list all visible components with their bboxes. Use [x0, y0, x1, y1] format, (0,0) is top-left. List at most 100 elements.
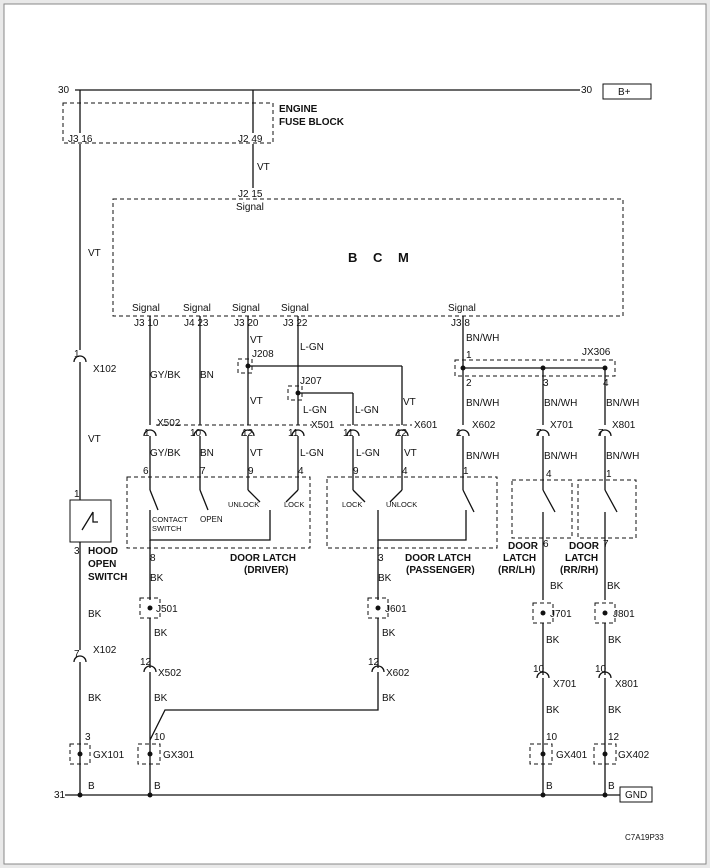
- hood-label-1: HOOD: [88, 546, 118, 557]
- x701-bottom-label: X701: [553, 679, 577, 690]
- b-plus-label: B+: [618, 87, 631, 98]
- b-label-1: B: [88, 781, 95, 792]
- gx301-node: [147, 751, 153, 757]
- open-label: OPEN: [200, 515, 223, 524]
- passenger-pin-9: 9: [353, 466, 359, 477]
- b-label-2: B: [154, 781, 161, 792]
- j701-node: [540, 610, 546, 616]
- x102-bottom-connector: [73, 655, 87, 663]
- bk-label-rr-rh-3: BK: [608, 705, 622, 716]
- jx306-node-1: [460, 365, 466, 371]
- x701-pin-7: 7: [536, 428, 542, 439]
- bnwh-label-7: BN/WH: [606, 451, 639, 462]
- x701-top-connector: [536, 429, 550, 437]
- x701-pin-10: 10: [533, 664, 545, 675]
- bcm-signal-4: Signal: [281, 303, 309, 314]
- bcm-signal-2: Signal: [183, 303, 211, 314]
- gnd-node-3: [540, 792, 546, 798]
- bk-label-passenger: BK: [378, 573, 392, 584]
- passenger-latch-title-2: (PASSENGER): [406, 565, 475, 576]
- vt-label-left-1: VT: [88, 248, 101, 259]
- rr-latch-switches: [542, 489, 618, 600]
- bcm-title: B C M: [348, 250, 415, 265]
- bk-label-passenger-3: BK: [382, 693, 396, 704]
- driver-pin-8: 8: [150, 553, 156, 564]
- gx401-splice: [529, 743, 553, 765]
- hood-pin-3: 3: [74, 546, 80, 557]
- bcm-pin-1: J3 10: [134, 318, 159, 329]
- bk-label-passenger-2: BK: [382, 628, 396, 639]
- j501-label: J501: [156, 604, 178, 615]
- b-plus-tag: [602, 83, 652, 100]
- x502-bottom-label: X502: [158, 668, 182, 679]
- j801-node: [602, 610, 608, 616]
- x701-top-label: X701: [550, 420, 574, 431]
- fuse-pin-left: J3 16: [68, 134, 93, 145]
- rail-30-right: 30: [581, 85, 593, 96]
- vt-label-bcm: VT: [257, 162, 270, 173]
- engine-fuse-block: [62, 102, 274, 144]
- bcm-signal-1: Signal: [132, 303, 160, 314]
- gybk-label-2: GY/BK: [150, 448, 181, 459]
- x602-top-connector: [456, 429, 470, 437]
- bk-label-hood: BK: [88, 609, 102, 620]
- bnwh-label-2: BN/WH: [466, 398, 499, 409]
- driver-pin-9: 9: [248, 466, 254, 477]
- rr-lh-title-3: (RR/LH): [498, 565, 535, 576]
- gx301-splice: [137, 743, 161, 765]
- x601-pin-12: 12: [396, 428, 408, 439]
- gx301-pin: 10: [154, 732, 166, 743]
- j601-label: J601: [385, 604, 407, 615]
- vt-label-col3-3: VT: [250, 448, 263, 459]
- bnwh-label-1: BN/WH: [466, 333, 499, 344]
- hood-label-2: OPEN: [88, 559, 116, 570]
- door-latch-rr-rh: [577, 479, 637, 539]
- hood-switch-contact: [81, 511, 98, 531]
- x102-top-connector: [73, 355, 87, 363]
- rr-lh-pin-6: 6: [543, 539, 549, 550]
- bnwh-label-5: BN/WH: [466, 451, 499, 462]
- bcm-pin-2: J4 23: [184, 318, 209, 329]
- driver-unlock-label: UNLOCK: [228, 500, 259, 509]
- rail-30-left: 30: [58, 85, 70, 96]
- x501-lgn-connector: [291, 429, 305, 437]
- driver-pin-4: 4: [298, 466, 304, 477]
- figure-code: C7A19P33: [625, 833, 664, 842]
- bk-label-driver: BK: [150, 573, 164, 584]
- hood-open-switch: [69, 499, 112, 543]
- fuse-block-title-1: ENGINE: [279, 104, 318, 115]
- bk-label-driver-2: BK: [154, 628, 168, 639]
- gybk-label-1: GY/BK: [150, 370, 181, 381]
- x102-top-label: X102: [93, 364, 117, 375]
- gnd-rail-num: 31: [54, 790, 66, 801]
- x501-label: X501: [311, 420, 335, 431]
- vt-label-passenger-2: VT: [404, 448, 417, 459]
- bnwh-label-4: BN/WH: [606, 398, 639, 409]
- vt-label-passenger: VT: [403, 397, 416, 408]
- contact-switch-label-1: CONTACT: [152, 515, 188, 524]
- passenger-unlock-label: UNLOCK: [386, 500, 417, 509]
- x102-bottom-pin: 7: [74, 649, 80, 660]
- bn-label-2: BN: [200, 448, 214, 459]
- passenger-pin-1: 1: [463, 466, 469, 477]
- x601-label: X601: [414, 420, 438, 431]
- j801-label: J801: [613, 609, 635, 620]
- rr-lh-pin-4: 4: [546, 469, 552, 480]
- bcm-signal-5: Signal: [448, 303, 476, 314]
- vt-label-col3: VT: [250, 335, 263, 346]
- x801-pin-7: 7: [598, 428, 604, 439]
- passenger-latch-switches: [352, 489, 475, 541]
- bcm-box: [112, 198, 624, 317]
- bk-label-hood-2: BK: [88, 693, 102, 704]
- jx306-pin-4: 4: [603, 378, 609, 389]
- jx306-pin-2: 2: [466, 378, 472, 389]
- x502-pin-12: 12: [140, 657, 152, 668]
- rr-rh-pin-1: 1: [606, 469, 612, 480]
- bk-label-driver-3: BK: [154, 693, 168, 704]
- x601-lgn-connector: [346, 429, 360, 437]
- x602-bottom-connector: [371, 665, 385, 673]
- x801-bottom-connector: [598, 671, 612, 679]
- x601-vt-connector: [395, 429, 409, 437]
- x602-top-label: X602: [472, 420, 496, 431]
- bn-label-1: BN: [200, 370, 214, 381]
